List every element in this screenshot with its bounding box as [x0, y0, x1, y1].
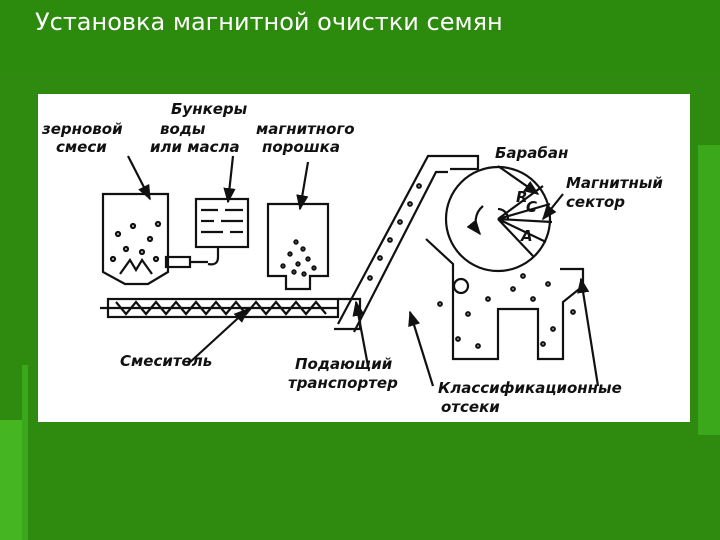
label-mixer: Смеситель — [120, 352, 212, 370]
decor-stripe-left — [22, 365, 28, 540]
label-magnetic-powder-1: магнитного — [256, 120, 355, 138]
diagram-svg: R C A Бункеры зерновой смеси воды или ма… — [41, 100, 663, 416]
label-drum: Барабан — [495, 144, 568, 162]
label-magnetic-sector-1: Магнитный — [566, 174, 663, 192]
label-magnetic-sector-2: сектор — [566, 193, 625, 211]
drum-mark-c: C — [526, 198, 537, 216]
separator-unit — [425, 154, 585, 361]
slide-title: Установка магнитной очистки семян — [35, 8, 503, 36]
diagram-figure: R C A Бункеры зерновой смеси воды или ма… — [38, 94, 690, 422]
grain-hopper — [101, 192, 170, 286]
label-feed-conveyor-2: транспортер — [288, 374, 398, 392]
feed-conveyor — [337, 154, 463, 333]
powder-hopper — [266, 202, 330, 291]
label-water-oil-2: или масла — [150, 138, 240, 156]
label-magnetic-powder-2: порошка — [262, 138, 340, 156]
decor-block-right — [698, 145, 720, 435]
label-classification-1: Классификационные — [438, 379, 622, 397]
label-bunkers: Бункеры — [171, 100, 248, 118]
drum-mark-r: R — [516, 188, 528, 206]
leader-lines — [127, 155, 600, 387]
label-water-oil-1: воды — [160, 120, 206, 138]
label-feed-conveyor-1: Подающий — [295, 355, 393, 373]
drum-mark-a: A — [520, 227, 533, 245]
water-oil-hopper — [164, 197, 250, 269]
slide-header-band — [0, 0, 720, 72]
decor-block-left — [0, 420, 22, 540]
label-grain-mix-2: смеси — [56, 138, 107, 156]
label-classification-2: отсеки — [441, 398, 500, 416]
label-grain-mix-1: зерновой — [41, 120, 123, 138]
